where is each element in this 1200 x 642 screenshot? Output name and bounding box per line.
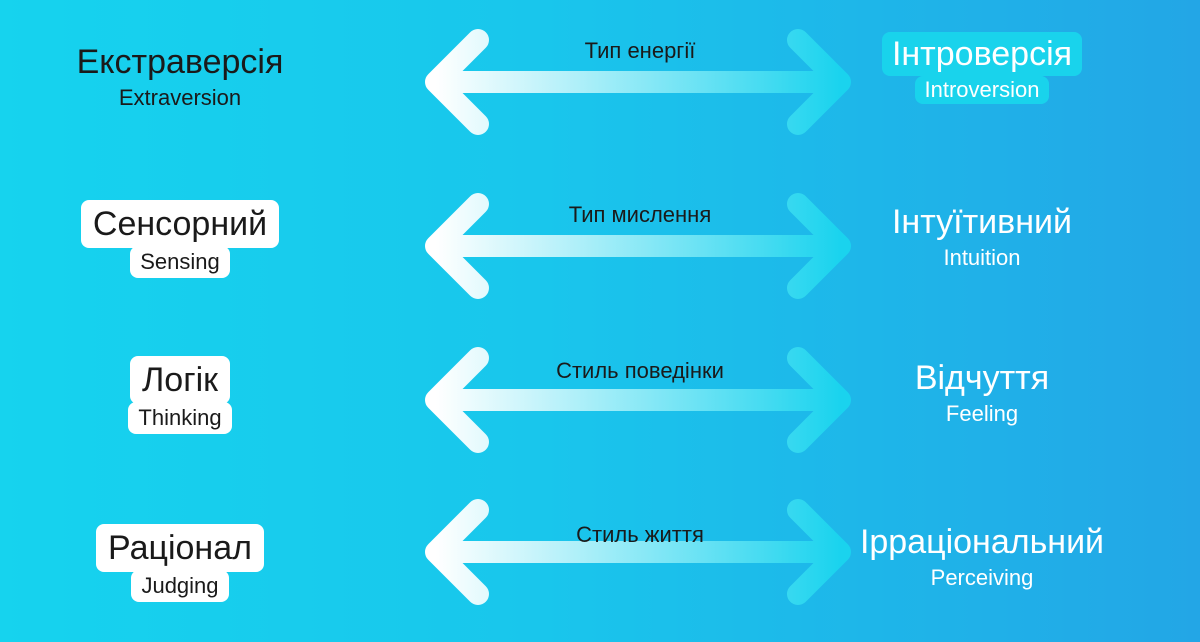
left-pole: Сенсорний Sensing bbox=[20, 200, 340, 278]
double-arrow-icon bbox=[425, 499, 851, 605]
left-pole-title: Сенсорний bbox=[80, 200, 280, 248]
row-lifestyle: Стиль життя Раціонал Judging Ірраціональ… bbox=[0, 492, 1200, 642]
row-thinking: Тип мислення Сенсорний Sensing Інтуїтивн… bbox=[0, 186, 1200, 336]
right-pole: Ірраціональний Perceiving bbox=[822, 520, 1142, 592]
right-pole-title: Ірраціональний bbox=[859, 523, 1105, 561]
left-pole-title: Логік bbox=[129, 356, 231, 404]
row-energy: Тип енергії Екстраверсія Extraversion Ін… bbox=[0, 22, 1200, 172]
left-pole-subtitle: Judging bbox=[131, 570, 229, 602]
left-pole-subtitle: Extraversion bbox=[118, 85, 242, 110]
right-pole: Інтуїтивний Intuition bbox=[822, 200, 1142, 272]
left-pole: Логік Thinking bbox=[20, 356, 340, 434]
right-pole-title: Відчуття bbox=[914, 359, 1050, 397]
right-pole: Відчуття Feeling bbox=[822, 356, 1142, 428]
left-pole-title: Раціонал bbox=[96, 524, 264, 572]
left-pole: Раціонал Judging bbox=[20, 524, 340, 602]
dimension-label: Стиль життя bbox=[576, 522, 704, 547]
right-pole-subtitle: Feeling bbox=[945, 401, 1019, 426]
right-pole-title: Інтуїтивний bbox=[891, 203, 1072, 241]
left-pole: Екстраверсія Extraversion bbox=[20, 40, 340, 112]
right-pole-subtitle: Intuition bbox=[943, 245, 1021, 270]
dimension-label: Стиль поведінки bbox=[556, 358, 724, 383]
double-arrow-icon bbox=[425, 193, 851, 299]
right-pole-subtitle: Introversion bbox=[914, 76, 1050, 104]
left-pole-subtitle: Sensing bbox=[130, 246, 230, 278]
left-pole-subtitle: Thinking bbox=[128, 402, 232, 434]
right-pole: Інтроверсія Introversion bbox=[822, 32, 1142, 104]
right-pole-title: Інтроверсія bbox=[881, 32, 1083, 76]
double-arrow-icon bbox=[425, 29, 851, 135]
dimension-label: Тип мислення bbox=[568, 202, 712, 227]
left-pole-title: Екстраверсія bbox=[76, 43, 284, 81]
right-pole-subtitle: Perceiving bbox=[930, 565, 1034, 590]
dimension-label: Тип енергії bbox=[584, 38, 696, 63]
row-behavior: Стиль поведінки Логік Thinking Відчуття … bbox=[0, 340, 1200, 490]
double-arrow-icon bbox=[425, 347, 851, 453]
